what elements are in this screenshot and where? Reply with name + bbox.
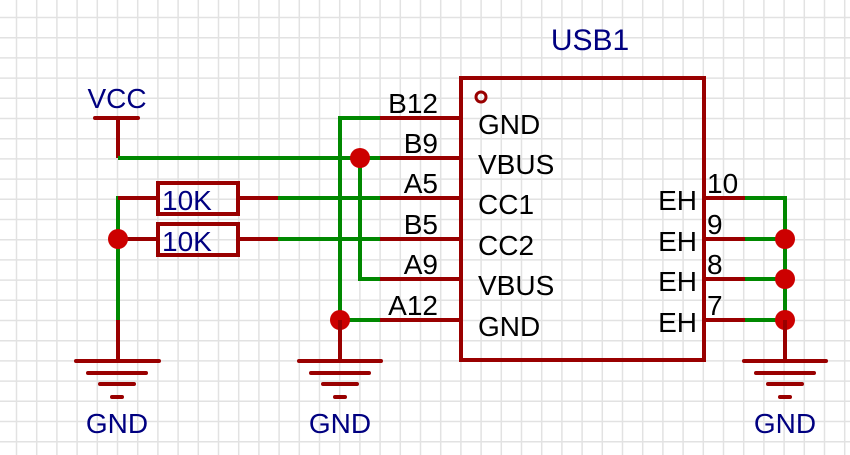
- pin-number: 9: [707, 209, 723, 240]
- junction-dot: [775, 269, 795, 289]
- pin-name: EH: [658, 266, 697, 297]
- resistor-value: 10K: [162, 226, 212, 257]
- junction-dot: [350, 148, 370, 168]
- pin-right[interactable]: 9EH: [658, 209, 745, 257]
- pin-name: EH: [658, 307, 697, 338]
- pin-number: A12: [388, 290, 438, 321]
- pin-name: VBUS: [478, 149, 554, 180]
- vcc-label: VCC: [87, 83, 146, 114]
- pin1-marker-icon: [474, 90, 488, 104]
- pin-name: CC1: [478, 189, 534, 220]
- pin-number: 8: [707, 249, 723, 280]
- usb-connector-usb1[interactable]: USB1 B12GNDB9VBUSA5CC1B5CC2A9VBUSA12GND …: [380, 24, 745, 362]
- gnd-power-port-mid[interactable]: GND: [297, 320, 383, 439]
- resistor-r1[interactable]: 10K: [118, 181, 278, 216]
- gnd-label: GND: [754, 408, 816, 439]
- pin-right[interactable]: 8EH: [658, 249, 745, 297]
- pin-name: GND: [478, 311, 540, 342]
- wire-vbus-bus: [358, 158, 380, 281]
- gnd-power-port-left[interactable]: GND: [74, 320, 161, 439]
- vcc-power-port[interactable]: VCC: [87, 83, 147, 158]
- junction-dot: [108, 229, 128, 249]
- pin-number: A5: [404, 168, 438, 199]
- pin-number: 7: [707, 290, 723, 321]
- wire-gnd-bus: [338, 116, 380, 322]
- wire-eh-bus: [745, 196, 787, 320]
- pin-name: CC2: [478, 230, 534, 261]
- gnd-power-port-right[interactable]: GND: [742, 320, 828, 439]
- pin-number: B12: [388, 88, 438, 119]
- pin-number: A9: [404, 249, 438, 280]
- junction-dot: [775, 229, 795, 249]
- pin-number: B9: [404, 128, 438, 159]
- pin-name: GND: [478, 109, 540, 140]
- resistor-r2[interactable]: 10K: [118, 222, 278, 257]
- pin-number: B5: [404, 209, 438, 240]
- pin-number: 10: [707, 168, 738, 199]
- gnd-label: GND: [309, 408, 371, 439]
- pin-name: EH: [658, 226, 697, 257]
- component-designator: USB1: [551, 24, 629, 57]
- pin-name: EH: [658, 185, 697, 216]
- resistor-value: 10K: [162, 185, 212, 216]
- gnd-label: GND: [86, 408, 148, 439]
- pin-name: VBUS: [478, 270, 554, 301]
- pin-right[interactable]: 7EH: [658, 290, 745, 338]
